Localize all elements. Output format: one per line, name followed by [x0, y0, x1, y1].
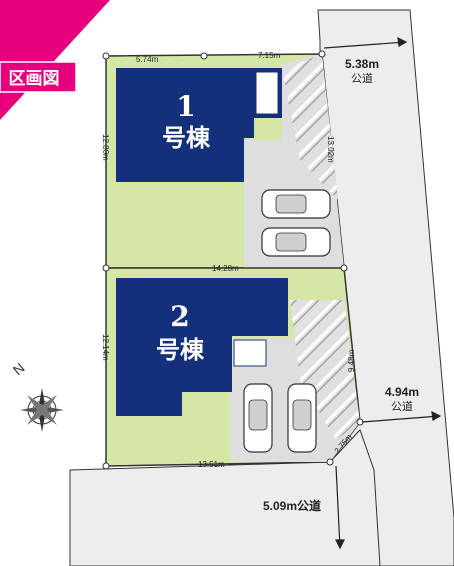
title-text: 区画図: [9, 69, 60, 89]
car-icon: [261, 189, 331, 219]
building-1-name: 号棟: [162, 123, 211, 152]
car-icon: [287, 383, 317, 453]
road-south-label: 5.09m公道: [263, 498, 321, 513]
dim-lot1-left: 12.80m: [101, 134, 110, 161]
title-badge: [0, 61, 77, 93]
car-icon: [243, 383, 273, 453]
lot-2-hatching: [290, 300, 360, 440]
building-2: [116, 278, 288, 416]
road-ne-width: 5.38m: [345, 57, 379, 71]
road-ne-label: 公道: [351, 71, 373, 85]
road-se-width: 4.94m: [385, 385, 419, 399]
dim-lot1-right: 13.02m: [326, 136, 335, 163]
car-icon: [261, 227, 331, 257]
dim-lot2-right: 9.48m: [347, 349, 356, 372]
title-badge-stripe: [0, 0, 110, 120]
dim-lot2-left: 12.14m: [101, 334, 110, 361]
road-se-label: 公道: [391, 399, 413, 413]
building-1-number: 1: [176, 90, 195, 123]
lot-1-hatching: [282, 54, 338, 200]
building-2-entrance: [233, 339, 267, 367]
compass-rose-icon: [20, 388, 64, 432]
building-1-entrance: [255, 71, 279, 115]
road-width-arrows: [323, 36, 442, 550]
building-2-name: 号棟: [156, 335, 205, 364]
building-1: [116, 68, 282, 182]
dim-middle: 14.28m: [212, 264, 239, 273]
building-2-number: 2: [170, 300, 189, 333]
boundary-markers: [102, 50, 364, 470]
dim-top-left: 5.74m: [136, 55, 159, 64]
compass-north-label: N: [10, 360, 28, 379]
dim-top-right: 7.15m: [258, 51, 281, 60]
dim-bottom: 13.51m: [198, 460, 225, 469]
